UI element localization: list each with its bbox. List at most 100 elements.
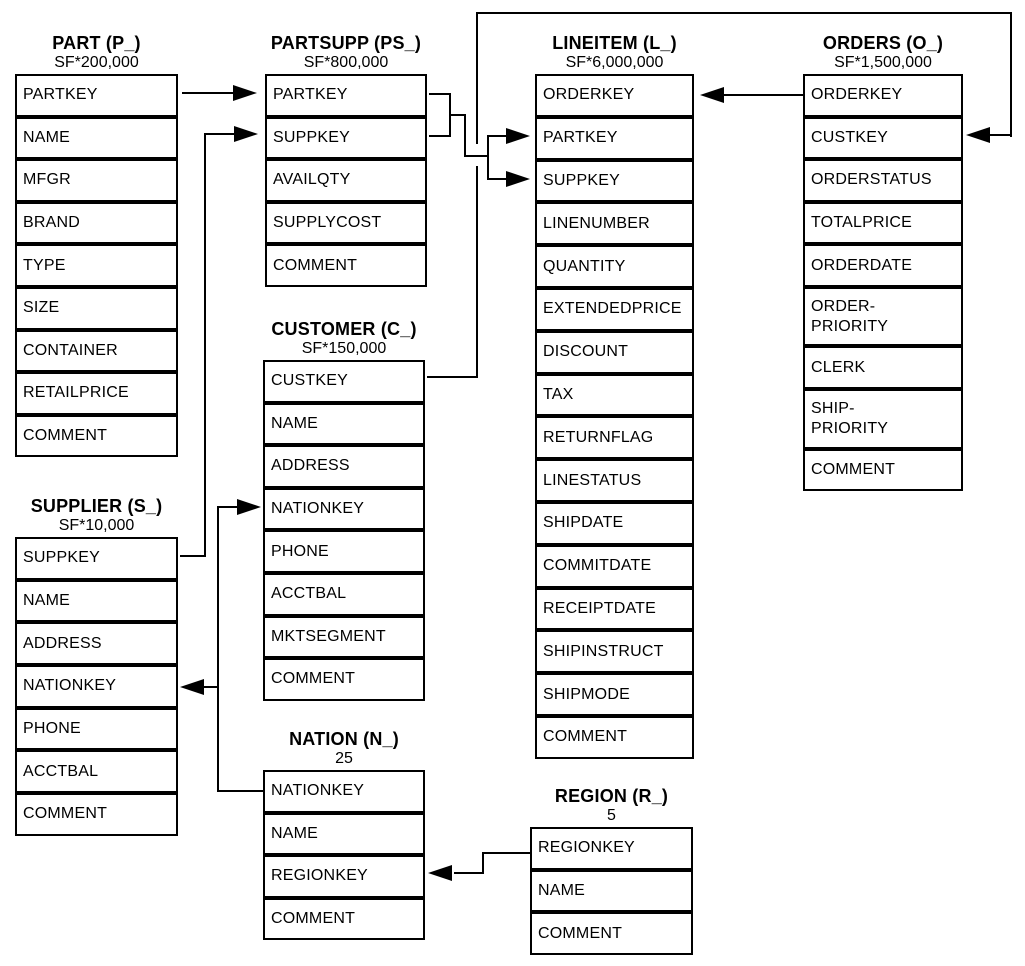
line-segment: [476, 12, 478, 144]
column-cell: SUPPLYCOST: [265, 201, 427, 245]
table-orders-cardinality: SF*1,500,000: [834, 54, 932, 71]
table-nation-cardinality: 25: [335, 750, 353, 767]
table-supplier-cardinality: SF*10,000: [58, 517, 135, 534]
column-cell: ORDERKEY: [803, 74, 963, 117]
column-cell: MFGR: [15, 159, 178, 202]
column-cell: REGIONKEY: [263, 855, 425, 898]
column-cell: COMMENT: [530, 912, 693, 956]
table-customer-title: CUSTOMER (C_): [271, 319, 417, 339]
column-cell: NAME: [263, 812, 425, 855]
column-cell: COMMENT: [265, 244, 427, 287]
column-cell: PHONE: [263, 530, 425, 573]
column-cell: NAME: [15, 116, 178, 160]
column-cell: BRAND: [15, 201, 178, 245]
column-cell: COMMENT: [263, 658, 425, 701]
column-cell: NAME: [530, 869, 693, 913]
line-segment: [464, 114, 466, 157]
column-cell: COMMENT: [15, 793, 178, 836]
line-segment: [204, 133, 206, 557]
column-cell: SUPPKEY: [15, 537, 178, 580]
table-supplier-title: SUPPLIER (S_): [30, 496, 163, 516]
line-segment: [204, 686, 219, 688]
column-cell: LINESTATUS: [535, 459, 694, 502]
column-cell: SHIPDATE: [535, 501, 694, 545]
column-cell: CONTAINER: [15, 329, 178, 373]
line-segment: [476, 12, 1012, 14]
column-cell: NATIONKEY: [263, 487, 425, 531]
table-partsupp-cardinality: SF*800,000: [303, 54, 389, 71]
arrowhead-icon: [506, 171, 530, 187]
table-partsupp-title: PARTSUPP (PS_): [270, 33, 422, 53]
column-cell: COMMITDATE: [535, 544, 694, 588]
column-cell: MKTSEGMENT: [263, 615, 425, 659]
line-segment: [990, 134, 1012, 136]
column-cell: ACCTBAL: [15, 750, 178, 794]
line-segment: [217, 790, 263, 792]
table-region-title: REGION (R_): [554, 786, 669, 806]
line-segment: [487, 135, 489, 180]
column-cell: SHIPMODE: [535, 673, 694, 716]
column-cell: SHIPINSTRUCT: [535, 630, 694, 674]
column-cell: EXTENDEDPRICE: [535, 287, 694, 331]
column-cell: NATIONKEY: [263, 770, 425, 813]
line-segment: [449, 93, 451, 137]
column-cell: ORDERSTATUS: [803, 159, 963, 202]
line-segment: [487, 178, 509, 180]
column-cell: QUANTITY: [535, 245, 694, 288]
table-part-cardinality: SF*200,000: [54, 54, 139, 71]
column-cell: RETAILPRICE: [15, 372, 178, 415]
line-segment: [180, 555, 206, 557]
column-cell: PARTKEY: [535, 116, 694, 160]
line-segment: [206, 133, 236, 135]
line-segment: [427, 376, 478, 378]
arrowhead-icon: [966, 127, 990, 143]
arrowhead-icon: [180, 679, 204, 695]
arrowhead-icon: [700, 87, 724, 103]
line-segment: [217, 506, 239, 508]
arrowhead-icon: [233, 85, 257, 101]
column-cell: PARTKEY: [15, 74, 178, 117]
column-cell: SUPPKEY: [265, 116, 427, 160]
column-cell: PARTKEY: [265, 74, 427, 117]
column-cell: RETURNFLAG: [535, 416, 694, 460]
line-segment: [482, 852, 530, 854]
column-cell: COMMENT: [263, 897, 425, 940]
table-part-title: PART (P_): [52, 33, 141, 53]
line-segment: [487, 135, 509, 137]
line-segment: [476, 166, 478, 378]
column-cell: NATIONKEY: [15, 665, 178, 708]
column-cell: ACCTBAL: [263, 572, 425, 616]
table-region-cardinality: 5: [607, 807, 616, 824]
line-segment: [482, 852, 484, 874]
column-cell: ORDERDATE: [803, 244, 963, 287]
column-cell: REGIONKEY: [530, 827, 693, 870]
column-cell: NAME: [15, 579, 178, 623]
column-cell: COMMENT: [15, 414, 178, 458]
column-cell: CUSTKEY: [263, 360, 425, 403]
arrowhead-icon: [237, 499, 261, 515]
column-cell: AVAILQTY: [265, 159, 427, 202]
column-cell: ORDERKEY: [535, 74, 694, 117]
arrowhead-icon: [428, 865, 452, 881]
column-cell: LINENUMBER: [535, 202, 694, 246]
column-cell: SHIP- PRIORITY: [803, 389, 963, 449]
column-cell: TAX: [535, 373, 694, 417]
arrowhead-icon: [506, 128, 530, 144]
column-cell: TOTALPRICE: [803, 201, 963, 245]
line-segment: [217, 506, 219, 792]
column-cell: SIZE: [15, 286, 178, 330]
column-cell: ORDER- PRIORITY: [803, 286, 963, 347]
